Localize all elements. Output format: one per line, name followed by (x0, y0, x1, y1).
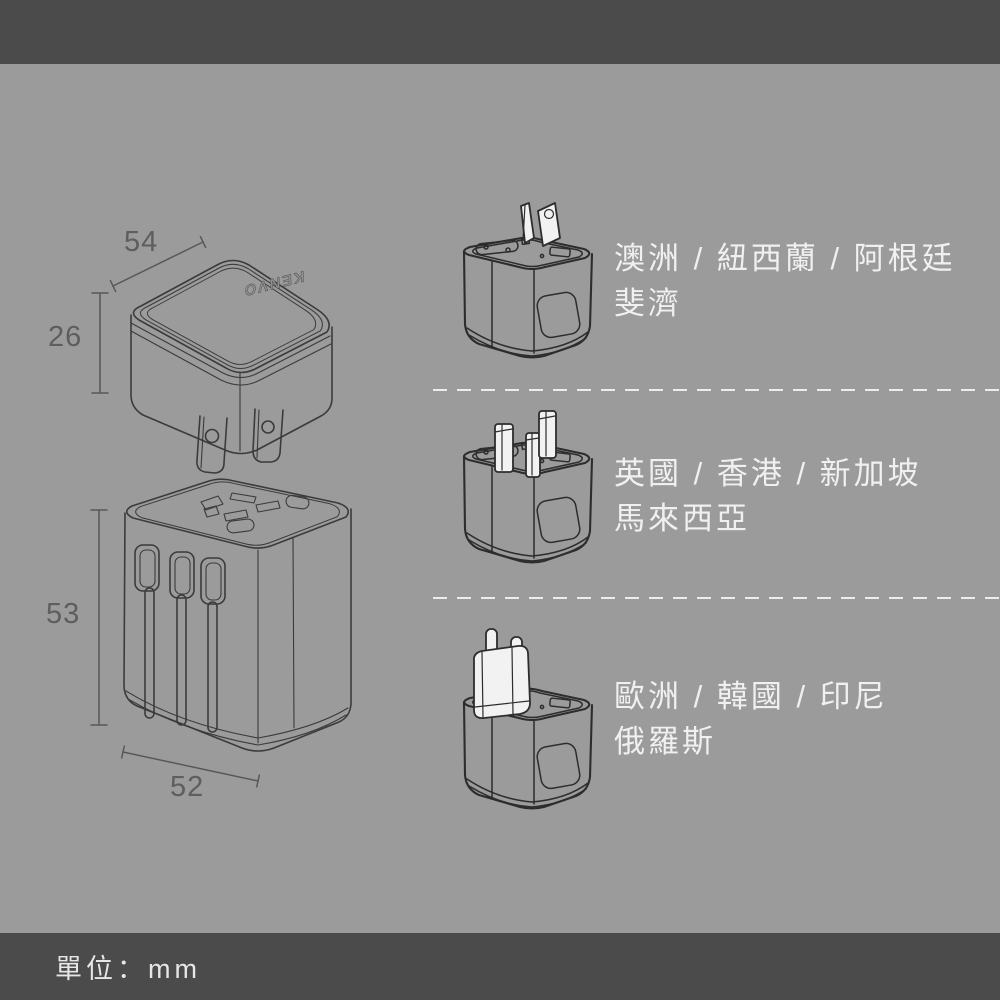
dim-value-cover-width: 54 (124, 226, 159, 258)
adapter-body-drawing (123, 478, 352, 752)
au-plug-pins (520, 202, 561, 247)
adapter-cover-drawing: KENVO (130, 259, 333, 474)
dashed-divider-2 (433, 597, 1000, 599)
regions-uk: 英國 / 香港 / 新加坡 馬來西亞 (614, 451, 922, 541)
bottom-bar: 單位：mm (0, 933, 1000, 1000)
regions-au-line1: 澳洲 / 紐西蘭 / 阿根廷 (614, 241, 956, 276)
regions-uk-line2: 馬來西亞 (614, 501, 750, 536)
regions-au: 澳洲 / 紐西蘭 / 阿根廷 斐濟 (614, 236, 956, 326)
dim-line-body-width (122, 751, 259, 782)
dim-line-cover-height (91, 292, 109, 394)
au-plug-adapter-icon (462, 202, 594, 359)
dim-value-cover-height: 26 (48, 321, 83, 353)
regions-eu-line1: 歐洲 / 韓國 / 印尼 (614, 679, 888, 714)
regions-eu-line2: 俄羅斯 (614, 724, 716, 759)
regions-uk-line1: 英國 / 香港 / 新加坡 (614, 456, 922, 491)
dim-value-body-height: 53 (46, 598, 81, 630)
regions-eu: 歐洲 / 韓國 / 印尼 俄羅斯 (614, 674, 888, 764)
dim-ticks-body-width (120, 745, 261, 788)
unit-label: 單位：mm (55, 954, 201, 984)
dim-value-body-width: 52 (170, 771, 205, 803)
uk-plug-pins (494, 410, 557, 478)
dim-line-body-height (90, 509, 108, 726)
plug-release-sliders (134, 544, 226, 733)
dashed-divider-1 (433, 389, 1000, 391)
uk-plug-adapter-icon (462, 410, 594, 564)
eu-plug-pins (473, 628, 531, 719)
dim-line-cover-width (112, 241, 204, 287)
dim-ticks-cover-width (109, 235, 207, 293)
universal-socket-slots (200, 492, 310, 534)
top-bar (0, 0, 1000, 64)
regions-au-line2: 斐濟 (614, 286, 682, 321)
eu-plug-adapter-icon (462, 628, 594, 810)
